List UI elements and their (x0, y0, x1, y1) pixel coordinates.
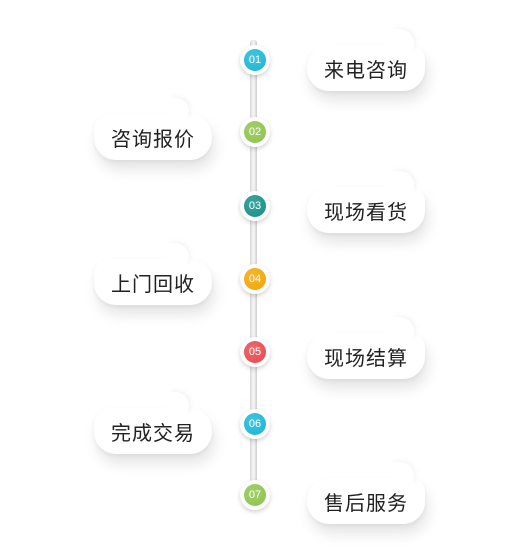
step-6-dot: 06 (240, 409, 270, 439)
step-1-bubble: 来电咨询 (307, 45, 425, 91)
step-3-label: 现场看货 (324, 199, 408, 224)
step-2-label: 咨询报价 (111, 126, 195, 151)
step-5-dot: 05 (240, 337, 270, 367)
step-6-label: 完成交易 (111, 420, 195, 445)
step-2-number: 02 (244, 121, 266, 143)
step-7-label: 售后服务 (324, 490, 408, 515)
step-1-dot: 01 (240, 45, 270, 75)
step-4-bubble: 上门回收 (94, 259, 212, 305)
step-5-bubble: 现场结算 (307, 333, 425, 379)
step-3-number: 03 (244, 195, 266, 217)
step-4-label: 上门回收 (111, 271, 195, 296)
step-3-bubble: 现场看货 (307, 187, 425, 233)
step-1-label: 来电咨询 (324, 57, 408, 82)
step-4-number: 04 (244, 268, 266, 290)
step-5-label: 现场结算 (324, 345, 408, 370)
step-7-dot: 07 (240, 480, 270, 510)
step-7-bubble: 售后服务 (307, 478, 425, 524)
step-2-bubble: 咨询报价 (94, 114, 212, 160)
step-7-number: 07 (244, 484, 266, 506)
step-4-dot: 04 (240, 264, 270, 294)
step-6-bubble: 完成交易 (94, 408, 212, 454)
step-2-dot: 02 (240, 117, 270, 147)
step-6-number: 06 (244, 413, 266, 435)
step-1-number: 01 (244, 49, 266, 71)
step-5-number: 05 (244, 341, 266, 363)
step-3-dot: 03 (240, 191, 270, 221)
